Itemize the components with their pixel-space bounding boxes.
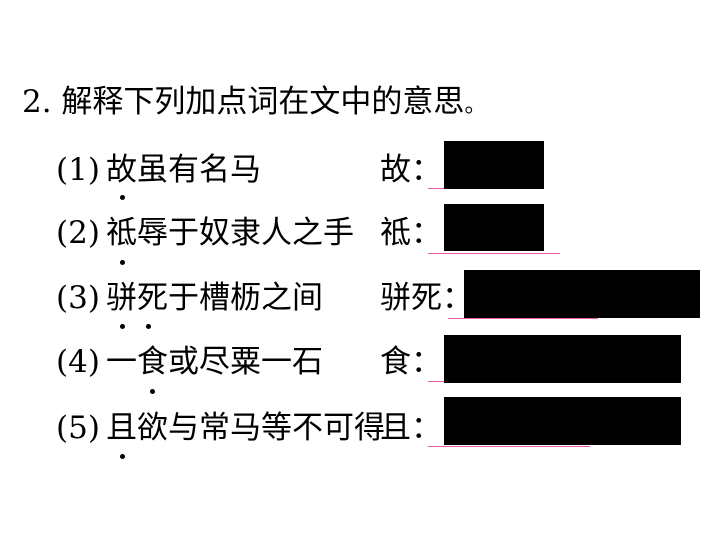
- item-number: (1): [56, 152, 100, 188]
- item-row-4: (4) 一食或尽粟一石 食：: [0, 335, 720, 402]
- redacted-answer: [444, 397, 681, 445]
- emphasis-dot: [120, 454, 125, 459]
- item-sentence: 且欲与常马等不可得: [106, 410, 385, 446]
- answer-underline: [428, 446, 590, 447]
- item-sentence: 一食或尽粟一石: [106, 344, 323, 380]
- question-title: 2. 解释下列加点词在文中的意思。: [22, 82, 486, 126]
- item-label: 祗：: [380, 215, 442, 251]
- emphasis-dots: [106, 190, 386, 210]
- item-sentence: 祗辱于奴隶人之手: [106, 215, 354, 251]
- item-sentence: 骈死于槽枥之间: [106, 280, 323, 316]
- question-title-period: 。: [464, 93, 487, 118]
- item-number: (4): [56, 344, 100, 380]
- emphasis-dots: [106, 448, 386, 468]
- item-label: 骈死：: [380, 280, 473, 316]
- item-label: 且：: [380, 410, 442, 446]
- emphasis-dot: [120, 195, 125, 200]
- emphasis-dots: [106, 318, 386, 338]
- emphasis-dot: [146, 324, 151, 329]
- item-row-1: (1) 故虽有名马 故：: [0, 141, 720, 210]
- item-sentence: 故虽有名马: [106, 152, 261, 188]
- emphasis-dot: [150, 389, 155, 394]
- emphasis-dots: [106, 253, 386, 273]
- item-number: (5): [56, 410, 100, 446]
- redacted-answer: [444, 141, 544, 189]
- redacted-answer: [464, 270, 700, 318]
- item-label: 食：: [380, 344, 442, 380]
- item-number: (3): [56, 280, 100, 316]
- emphasis-dot: [120, 324, 125, 329]
- item-number: (2): [56, 215, 100, 251]
- item-label: 故：: [380, 152, 442, 188]
- question-title-text: 2. 解释下列加点词在文中的意思: [22, 84, 465, 120]
- redacted-answer: [444, 335, 681, 383]
- item-row-2: (2) 祗辱于奴隶人之手 祗：: [0, 204, 720, 273]
- emphasis-dots: [106, 382, 386, 402]
- emphasis-dot: [120, 260, 125, 265]
- answer-underline: [448, 318, 598, 319]
- redacted-answer: [444, 204, 544, 251]
- item-row-5: (5) 且欲与常马等不可得 且：: [0, 397, 720, 468]
- answer-underline: [428, 253, 560, 254]
- item-row-3: (3) 骈死于槽枥之间 骈死：: [0, 270, 720, 338]
